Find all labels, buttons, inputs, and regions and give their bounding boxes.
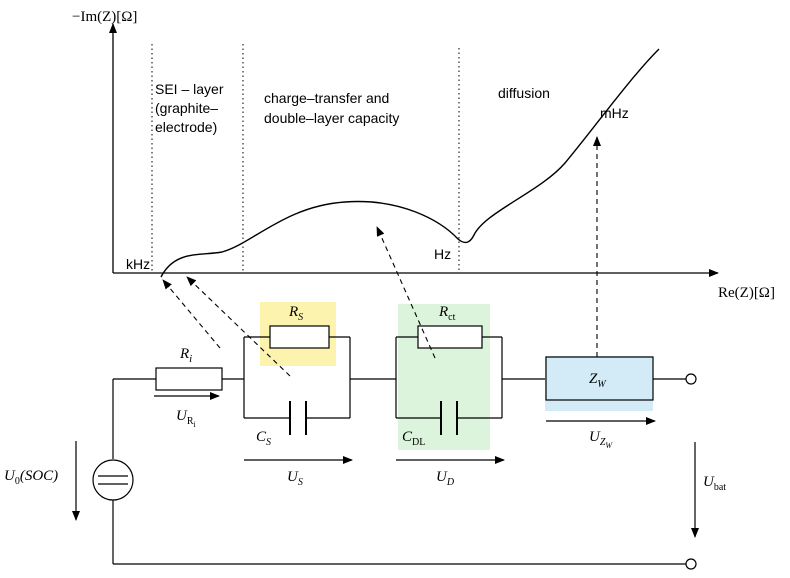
zw-element [545, 356, 654, 401]
ri-to-khz-arrow [162, 279, 221, 349]
impedance-spectrum-curve [160, 48, 660, 278]
ud-label: UD [436, 469, 455, 488]
charge-transfer-region-label: charge–transfer and double–layer capacit… [264, 90, 399, 126]
cdl-label: CDL [402, 429, 425, 448]
u-ri-label: URi [176, 408, 197, 429]
rs-label: RS [288, 304, 303, 323]
us-label: US [287, 469, 303, 488]
zw-label: ZW [589, 371, 607, 390]
cs-label: CS [256, 429, 271, 448]
ri-label: Ri [179, 346, 192, 365]
zw-highlight [545, 356, 653, 411]
voltage-source-icon [92, 459, 134, 501]
hz-label: Hz [434, 246, 451, 262]
terminal-bottom [685, 558, 697, 570]
rs-to-sei-arrow [186, 276, 291, 377]
rct-to-charge-transfer-arrow [376, 226, 436, 359]
khz-label: kHz [126, 256, 150, 272]
ri-resistor [155, 367, 223, 391]
x-axis-label: Re(Z)[Ω] [718, 285, 775, 301]
rs-resistor [269, 325, 330, 349]
uzw-label: UZW [589, 429, 613, 450]
y-axis-label: −Im(Z)[Ω] [72, 9, 137, 25]
u0-label: U0(SOC) [4, 468, 58, 487]
ubat-label: Ubat [703, 474, 726, 493]
sei-region-label: SEI – layer (graphite– electrode) [155, 81, 227, 135]
diffusion-region-label: diffusion [498, 85, 550, 101]
terminal-top [685, 373, 697, 385]
rct-label: Rct [438, 304, 456, 323]
rct-resistor [417, 325, 483, 349]
